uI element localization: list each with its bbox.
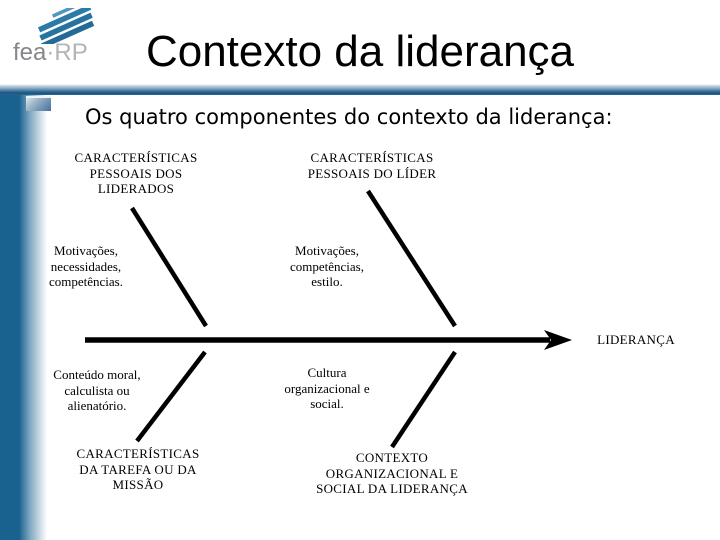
label-top-left: CARACTERÍSTICAS PESSOAIS DOS LIDERADOS	[74, 150, 198, 196]
rib-bottom-right-line	[390, 350, 457, 449]
rib-top-left-line	[130, 206, 208, 328]
slide-subtitle: Os quatro componentes do contexto da lid…	[85, 105, 613, 129]
logo-wordmark: fea·RP	[13, 40, 107, 66]
label-top-right: CARACTERÍSTICAS PESSOAIS DO LÍDER	[307, 150, 437, 181]
rib-top-right-line	[366, 189, 457, 328]
corner-tab-decoration	[26, 96, 51, 111]
logo-text-rp: ·RP	[46, 39, 88, 66]
fea-rp-logo: fea·RP	[12, 6, 108, 68]
note-bottom-right: Cultura organizacional e social.	[284, 365, 370, 411]
note-bottom-left: Conteúdo moral, calculista ou alienatóri…	[53, 367, 141, 413]
title-underline-bar	[0, 84, 720, 95]
page-title: Contexto da liderança	[145, 27, 575, 76]
note-mid-left: Motivações, necessidades, competências.	[49, 243, 123, 289]
logo-stripes-icon	[37, 8, 95, 44]
label-bottom-right: CONTEXTO ORGANIZACIONAL E SOCIAL DA LIDE…	[316, 450, 468, 496]
spine-arrowhead	[544, 330, 572, 350]
logo-text-fea: fea	[13, 39, 47, 66]
rib-bottom-left-line	[135, 350, 207, 443]
note-mid-right: Motivações, competências, estilo.	[290, 243, 364, 289]
left-accent-strip	[0, 95, 48, 540]
label-spine: LIDERANÇA	[597, 332, 675, 347]
label-bottom-left: CARACTERÍSTICAS DA TAREFA OU DA MISSÃO	[76, 446, 200, 492]
